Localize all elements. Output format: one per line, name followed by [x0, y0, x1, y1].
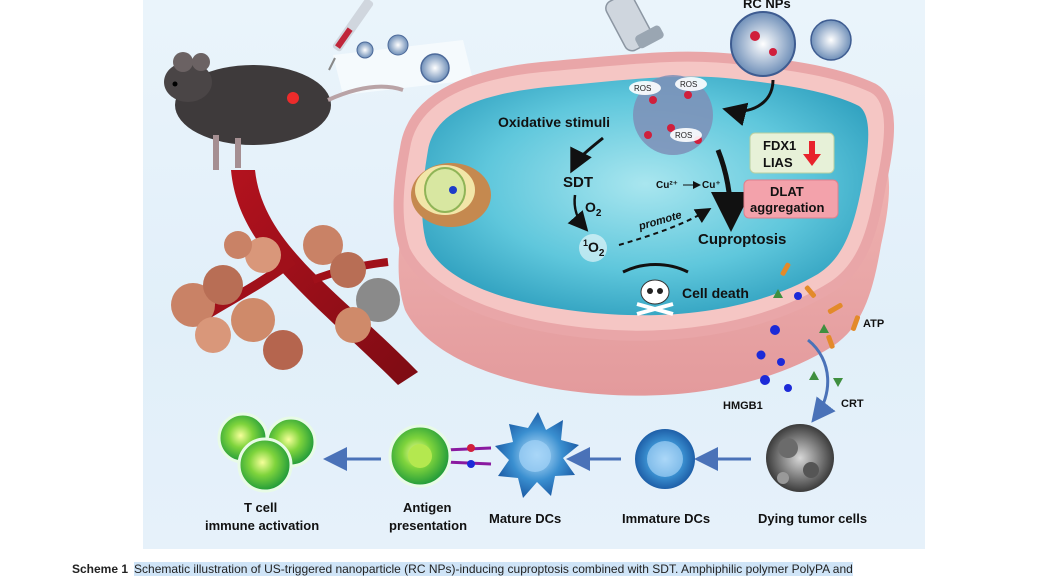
down-arrow-icon — [803, 141, 821, 166]
nanoparticle-group-top — [730, 11, 852, 77]
ros-label-1: ROS — [634, 84, 651, 93]
dlat-box — [743, 179, 839, 219]
caption-label: Scheme 1 — [72, 562, 129, 576]
label-lias: LIAS — [763, 155, 793, 170]
label-dlat: DLAT — [770, 184, 804, 199]
antigen-presentation-cell — [388, 424, 452, 488]
ros-cluster — [629, 75, 713, 155]
label-nps: RC NPs — [743, 0, 791, 11]
skull-icon — [636, 279, 674, 316]
label-tcell-line2: immune activation — [205, 518, 319, 533]
figure-caption: Scheme 1 Schematic illustration of US-tri… — [72, 562, 1032, 578]
label-fdx1: FDX1 — [763, 138, 796, 153]
label-antigen-line1: Antigen — [403, 500, 451, 515]
crt-molecules — [773, 289, 843, 387]
label-immature-dcs: Immature DCs — [622, 511, 710, 526]
label-tcell-line1: T cell — [244, 500, 277, 515]
tumor-cluster — [171, 225, 400, 370]
label-dying-tumor-cells: Dying tumor cells — [758, 511, 867, 526]
ros-label-3: ROS — [675, 131, 692, 140]
antigen-receptor-icon — [444, 444, 492, 468]
caption-text: Schematic illustration of US-triggered n… — [134, 562, 853, 576]
label-sdt: SDT — [563, 174, 593, 191]
mitochondrion — [411, 163, 491, 227]
syringe-icon — [328, 0, 374, 71]
label-singlet-oxygen: 1O2 — [583, 238, 605, 259]
label-o2: O2 — [585, 199, 602, 219]
label-cu1: Cu⁺ — [702, 180, 721, 191]
atp-molecules — [780, 262, 860, 349]
nanoparticle-group-left — [356, 34, 450, 83]
scheme-illustration: RC NPs ROS ROS ROS Oxidative stimuli SDT… — [143, 0, 925, 549]
label-crt: CRT — [841, 398, 864, 410]
mature-dc-cell — [495, 412, 579, 498]
ros-label-2: ROS — [680, 80, 697, 89]
mouse-illustration — [164, 52, 404, 170]
label-cell-death: Cell death — [682, 285, 749, 301]
label-hmgb1: HMGB1 — [723, 400, 763, 412]
label-atp: ATP — [863, 318, 884, 330]
t-cell-cluster — [217, 412, 317, 493]
label-oxidative-stimuli: Oxidative stimuli — [498, 114, 610, 130]
label-mature-dcs: Mature DCs — [489, 511, 561, 526]
ultrasound-probe-icon — [605, 0, 664, 52]
hmgb1-molecules — [756, 292, 802, 392]
label-aggregation: aggregation — [750, 200, 824, 215]
immature-dc-cell — [635, 429, 695, 489]
dying-tumor-cell — [766, 424, 834, 492]
label-antigen-line2: presentation — [389, 518, 467, 533]
label-cu2: Cu²⁺ — [656, 180, 678, 191]
label-cuproptosis: Cuproptosis — [698, 231, 786, 248]
